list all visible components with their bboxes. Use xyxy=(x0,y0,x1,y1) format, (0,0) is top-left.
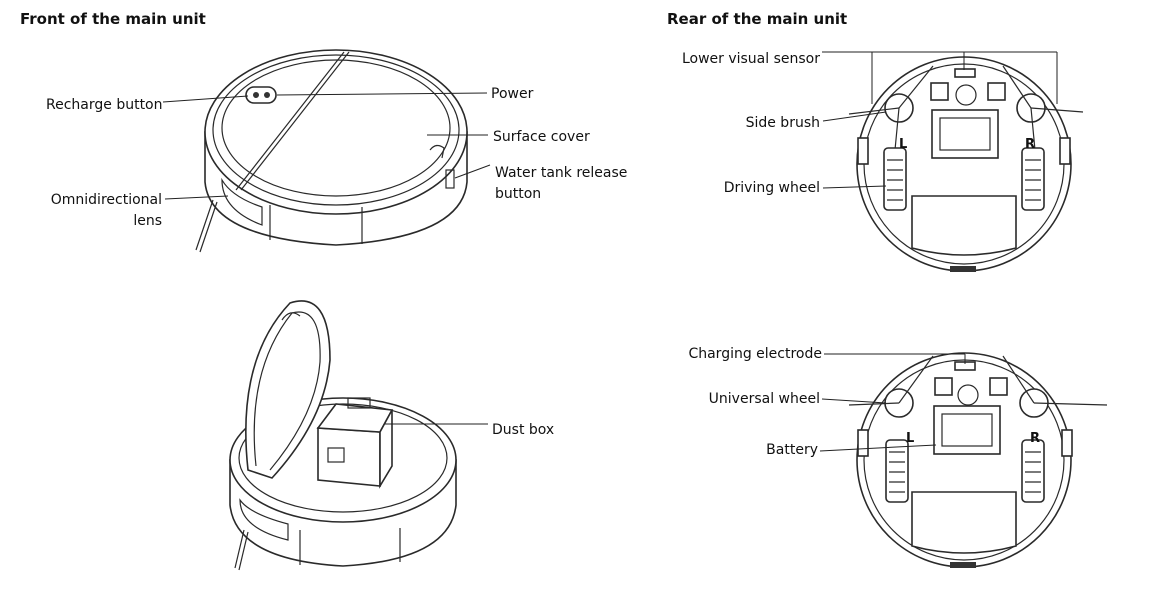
left-wheel-mark-bottom: L xyxy=(906,431,915,446)
robot-front-closed-illustration xyxy=(195,49,468,253)
right-wheel-mark-bottom: R xyxy=(1030,431,1041,446)
lower-visual-sensor-label: Lower visual sensor xyxy=(681,51,820,67)
front-heading: Front of the main unit xyxy=(20,10,206,28)
universal-wheel-label: Universal wheel xyxy=(708,391,820,407)
robot-rear-top-illustration xyxy=(848,56,1084,272)
omnidirectional-lens-label-line2: lens xyxy=(133,213,162,229)
power-label: Power xyxy=(491,86,534,102)
recharge-button-label: Recharge button xyxy=(46,97,163,113)
robot-rear-bottom-illustration xyxy=(848,352,1108,568)
water-tank-release-label-line2: button xyxy=(495,186,542,202)
robot-front-open-illustration xyxy=(229,300,457,571)
omnidirectional-lens-label-line1: Omnidirectional xyxy=(50,192,162,208)
driving-wheel-label: Driving wheel xyxy=(723,180,820,196)
rear-heading: Rear of the main unit xyxy=(667,10,848,28)
left-wheel-mark-top: L xyxy=(899,137,908,152)
right-wheel-mark-top: R xyxy=(1025,137,1036,152)
water-tank-release-label-line1: Water tank release xyxy=(495,165,628,181)
leader-lines xyxy=(162,51,1058,452)
charging-electrode-label: Charging electrode xyxy=(688,346,822,362)
dust-box-label: Dust box xyxy=(492,422,555,438)
side-brush-label: Side brush xyxy=(745,115,820,131)
battery-label: Battery xyxy=(766,442,818,458)
surface-cover-label: Surface cover xyxy=(493,129,590,145)
